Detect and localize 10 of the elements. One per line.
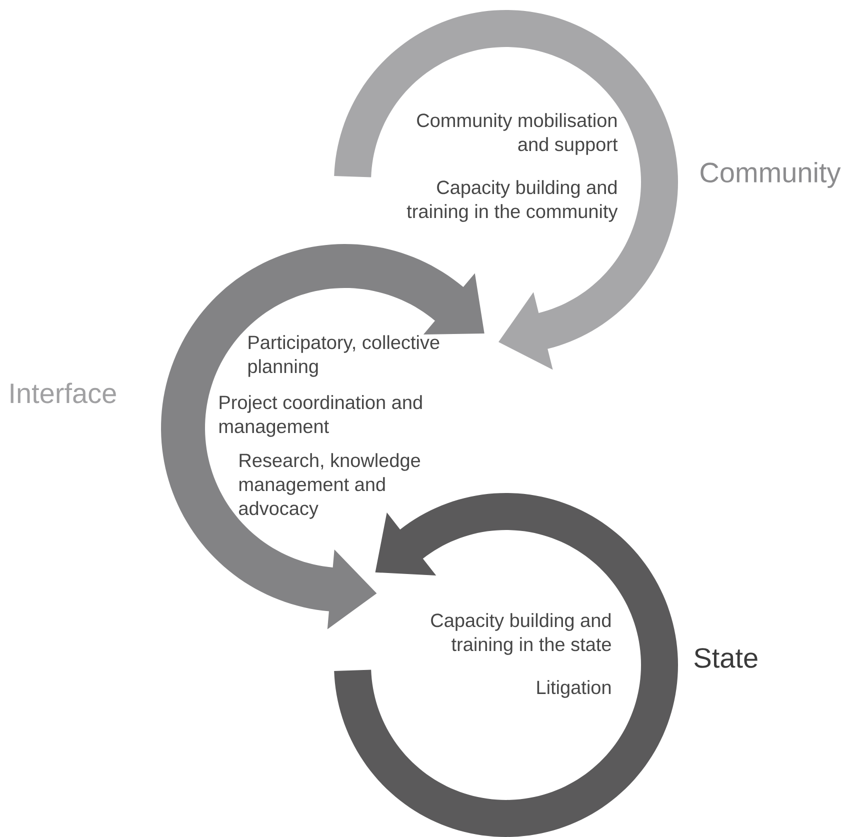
cycle-label: Interface: [10, 382, 116, 404]
activity-text: Capacity building and training in the community: [406, 180, 618, 222]
activity-text: Community mobilisation and support: [417, 113, 618, 155]
cycle-label: State: [694, 648, 758, 668]
activity-text: Research, knowledge management and advocacy: [239, 453, 420, 519]
cycle-label: Community: [700, 162, 841, 188]
activity-text: Litigation: [537, 680, 611, 698]
activity-text: Capacity building and training in the state: [431, 613, 611, 655]
activity-text: Participatory, collective planning: [248, 335, 440, 377]
activity-text: Project coordination and management: [219, 395, 422, 437]
